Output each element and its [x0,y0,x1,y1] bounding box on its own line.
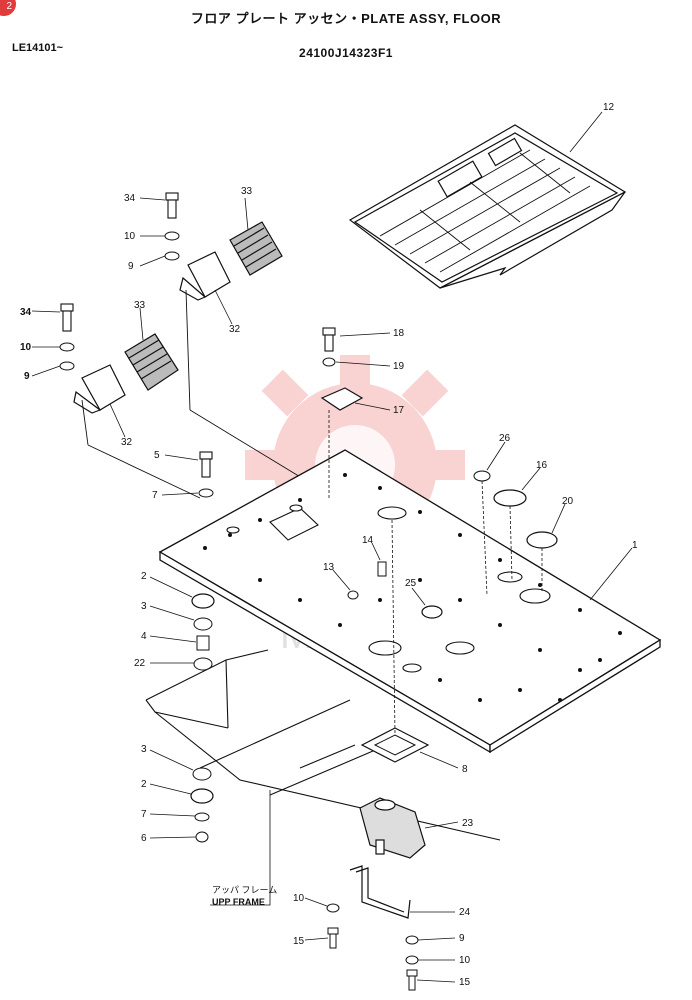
cap-13 [347,590,359,600]
grommet-25 [421,605,443,619]
grommet-16 [493,489,527,507]
callout-24: 24 [459,907,471,918]
washer-22 [193,657,213,671]
diagram-title: フロア プレート アッセン・PLATE ASSY, FLOOR [190,11,502,26]
callout-13: 13 [323,562,335,573]
stud-14 [377,561,387,577]
grommet-20 [526,531,558,549]
callout-6: 6 [141,833,147,844]
callout-2-upper: 2 [141,571,147,582]
mount-2-upper [191,593,215,609]
bolt-15-right [406,969,418,991]
pedal-bracket-upper [179,251,231,301]
plate-8-inner [373,734,417,756]
grommet-26 [473,470,491,482]
plate-cutouts [226,504,551,673]
callout-1: 1 [632,540,638,551]
bolt-5 [199,451,213,478]
callout-12: 12 [603,102,615,113]
callout-9-upper: 9 [128,261,134,272]
part-number: 24100J14323F1 [299,46,393,60]
mount-3-lower [192,767,212,781]
leader-8 [391,519,396,736]
callout-33-upper: 33 [241,186,253,197]
callout-32-upper: 32 [229,324,241,335]
callout-9-bottom: 9 [459,933,465,944]
callout-20: 20 [562,496,574,507]
callout-14: 14 [362,535,374,546]
callout-34-upper: 34 [124,193,136,204]
washer-10-lower [59,342,75,352]
callout-10-lower: 10 [20,342,32,353]
callout-9-lower: 9 [24,371,30,382]
washer-7-lower [194,812,210,822]
bracket-24 [349,865,411,919]
pedal-bracket-lower [73,364,126,414]
washer-9-upper [164,251,180,261]
washer-10-bottom-left [326,903,340,913]
pedal-pad-lower [124,333,179,391]
callout-16: 16 [536,460,548,471]
floor-mat [348,124,627,289]
callout-7-lower: 7 [141,809,147,820]
pedal-pad-upper [229,221,283,276]
bolt-18 [322,327,336,352]
callout-4: 4 [141,631,147,642]
callout-32-lower: 32 [121,437,133,448]
page-corner-badge: 2 [0,0,16,16]
mount-2-lower [190,788,214,804]
callout-19: 19 [393,361,405,372]
plate-holes [203,473,622,702]
callout-15-right: 15 [459,977,471,988]
callout-7-upper: 7 [152,490,158,501]
callout-34-lower: 34 [20,307,32,318]
washer-9-bottom [405,935,419,945]
callout-10-bottom-left: 10 [293,893,305,904]
callout-15-left: 15 [293,936,305,947]
bolt-34-lower [60,303,74,332]
callout-5: 5 [154,450,160,461]
callout-3-upper: 3 [141,601,147,612]
serial-range: LE14101~ [12,42,64,54]
callout-10-upper: 10 [124,231,136,242]
callout-2-lower: 2 [141,779,147,790]
callout-17: 17 [393,405,405,416]
frame-label-en: UPP FRAME [212,897,265,907]
leader-grommets [481,480,543,596]
callout-18: 18 [393,328,405,339]
callout-26: 26 [499,433,511,444]
floor-plate [158,449,662,754]
washer-10-bottom-right [405,955,419,965]
nut-6 [195,831,209,843]
callout-3-lower: 3 [141,744,147,755]
frame-label-leader [210,790,271,906]
callout-22: 22 [134,658,146,669]
callout-10-bottom-right: 10 [459,955,471,966]
frame-label-jp: アッパ フレーム [212,885,277,895]
washer-10-upper [164,231,180,241]
cover-17 [320,387,364,411]
callout-23: 23 [462,818,474,829]
callout-25: 25 [405,578,417,589]
bolt-15-left [327,927,339,949]
bolt-34-upper [165,192,179,219]
mount-3-upper [193,617,213,631]
callout-33-lower: 33 [134,300,146,311]
callout-leaders [31,111,633,983]
sleeve-4 [196,635,210,651]
washer-19 [322,357,336,367]
washer-9-lower [59,361,75,371]
washer-7-upper [198,488,214,498]
callout-8: 8 [462,764,468,775]
tank-23 [359,797,426,859]
